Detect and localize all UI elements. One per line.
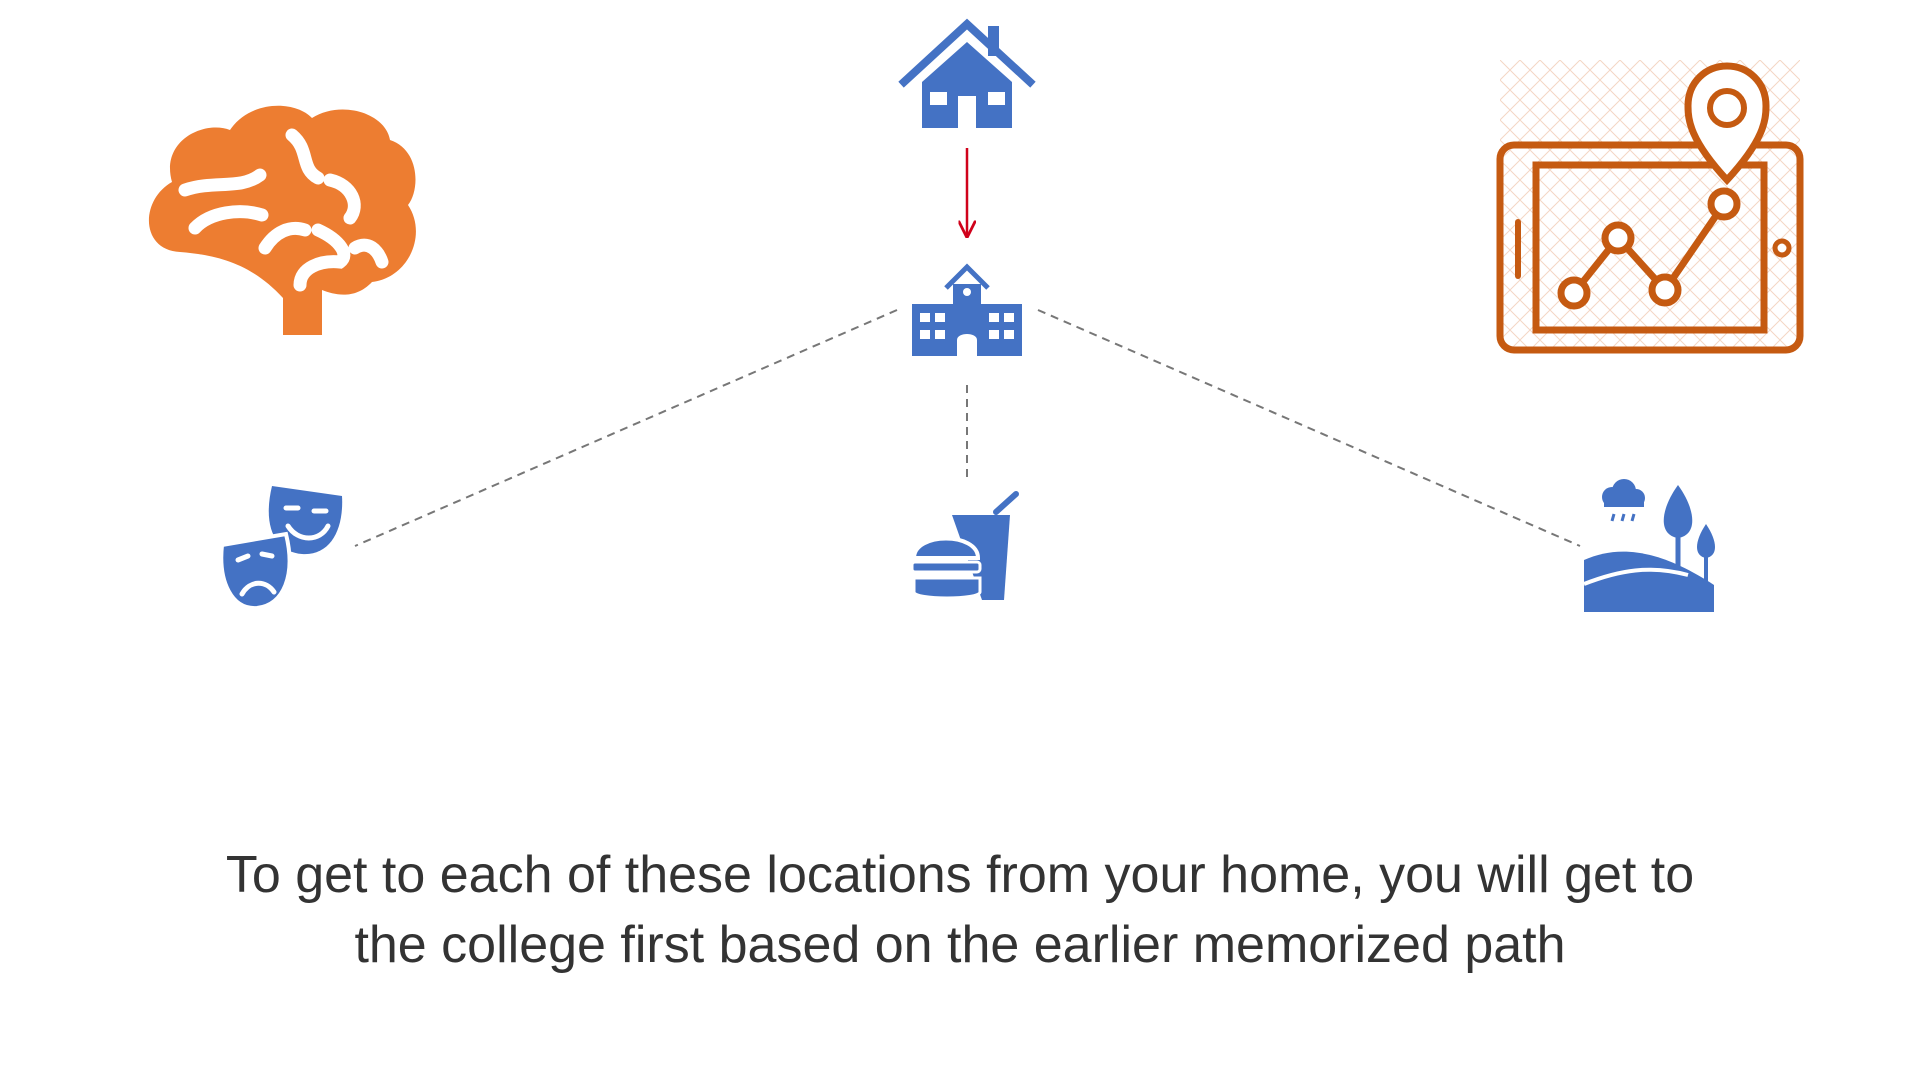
fast-food-icon xyxy=(910,491,1019,600)
home-icon xyxy=(898,18,1036,128)
caption-line-1: To get to each of these locations from y… xyxy=(225,846,1695,904)
college-to-park-connector xyxy=(1037,309,1581,547)
caption-line-2: the college first based on the earlier m… xyxy=(354,916,1566,974)
caption: To get to each of these locations from y… xyxy=(160,840,1760,980)
park-landscape-icon xyxy=(1583,479,1715,612)
college-to-theater-connector xyxy=(354,309,898,547)
tablet-map-route-icon xyxy=(1496,60,1804,354)
theater-masks-icon xyxy=(219,486,343,611)
college-icon xyxy=(912,263,1022,356)
brain-icon xyxy=(148,105,416,335)
